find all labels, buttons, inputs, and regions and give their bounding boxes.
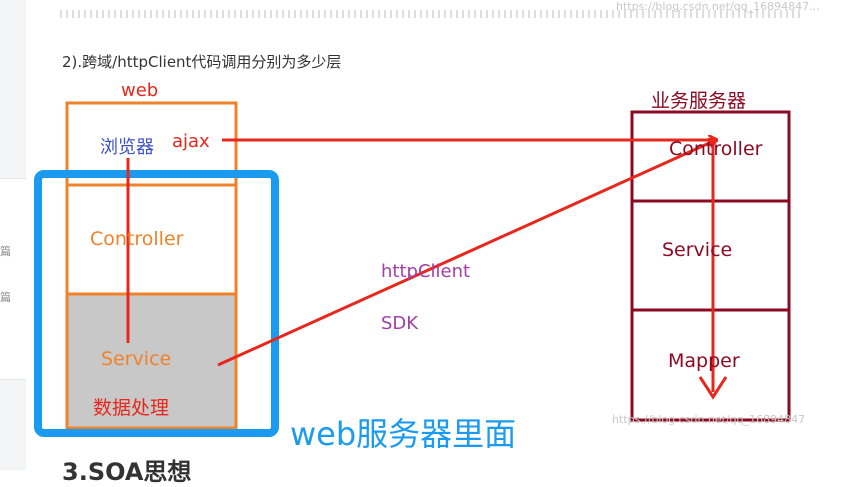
data-processing-label: 数据处理 [93,397,170,419]
biz-mapper-layer-box [630,308,791,422]
web-title-label: web [121,80,159,101]
httpclient-call-arrow [217,140,716,367]
watermark-top: https://blog.csdn.net/qq_16894847... [616,0,820,13]
watermark-bottom: https://blog.csdn.net/qq_16894847 [612,413,806,426]
biz-service-label: Service [662,239,733,261]
biz-controller-label: Controller [669,138,763,160]
web-server-inside-label: web服务器里面 [290,415,517,453]
sidebar-text-2: 篇 [0,291,11,304]
business-server-title: 业务服务器 [651,90,747,112]
web-server-boundary-box [34,170,279,437]
biz-mapper-label: Mapper [668,350,740,372]
httpclient-label: httpClient [381,261,471,282]
sidebar-text-1: 篇 [0,245,11,258]
web-service-label: Service [101,348,172,370]
architecture-diagram [34,101,791,437]
top-dotted-border [60,10,800,18]
ajax-label: ajax [172,131,210,152]
sidebar-card: 篇 篇 [0,178,26,380]
question-text: 2).跨域/httpClient代码调用分别为多少层 [62,53,342,71]
biz-down-arrowhead [698,376,728,400]
web-service-layer-box [65,292,238,430]
browser-label: 浏览器 [100,137,154,158]
web-controller-label: Controller [90,228,184,250]
sdk-label: SDK [381,313,419,334]
